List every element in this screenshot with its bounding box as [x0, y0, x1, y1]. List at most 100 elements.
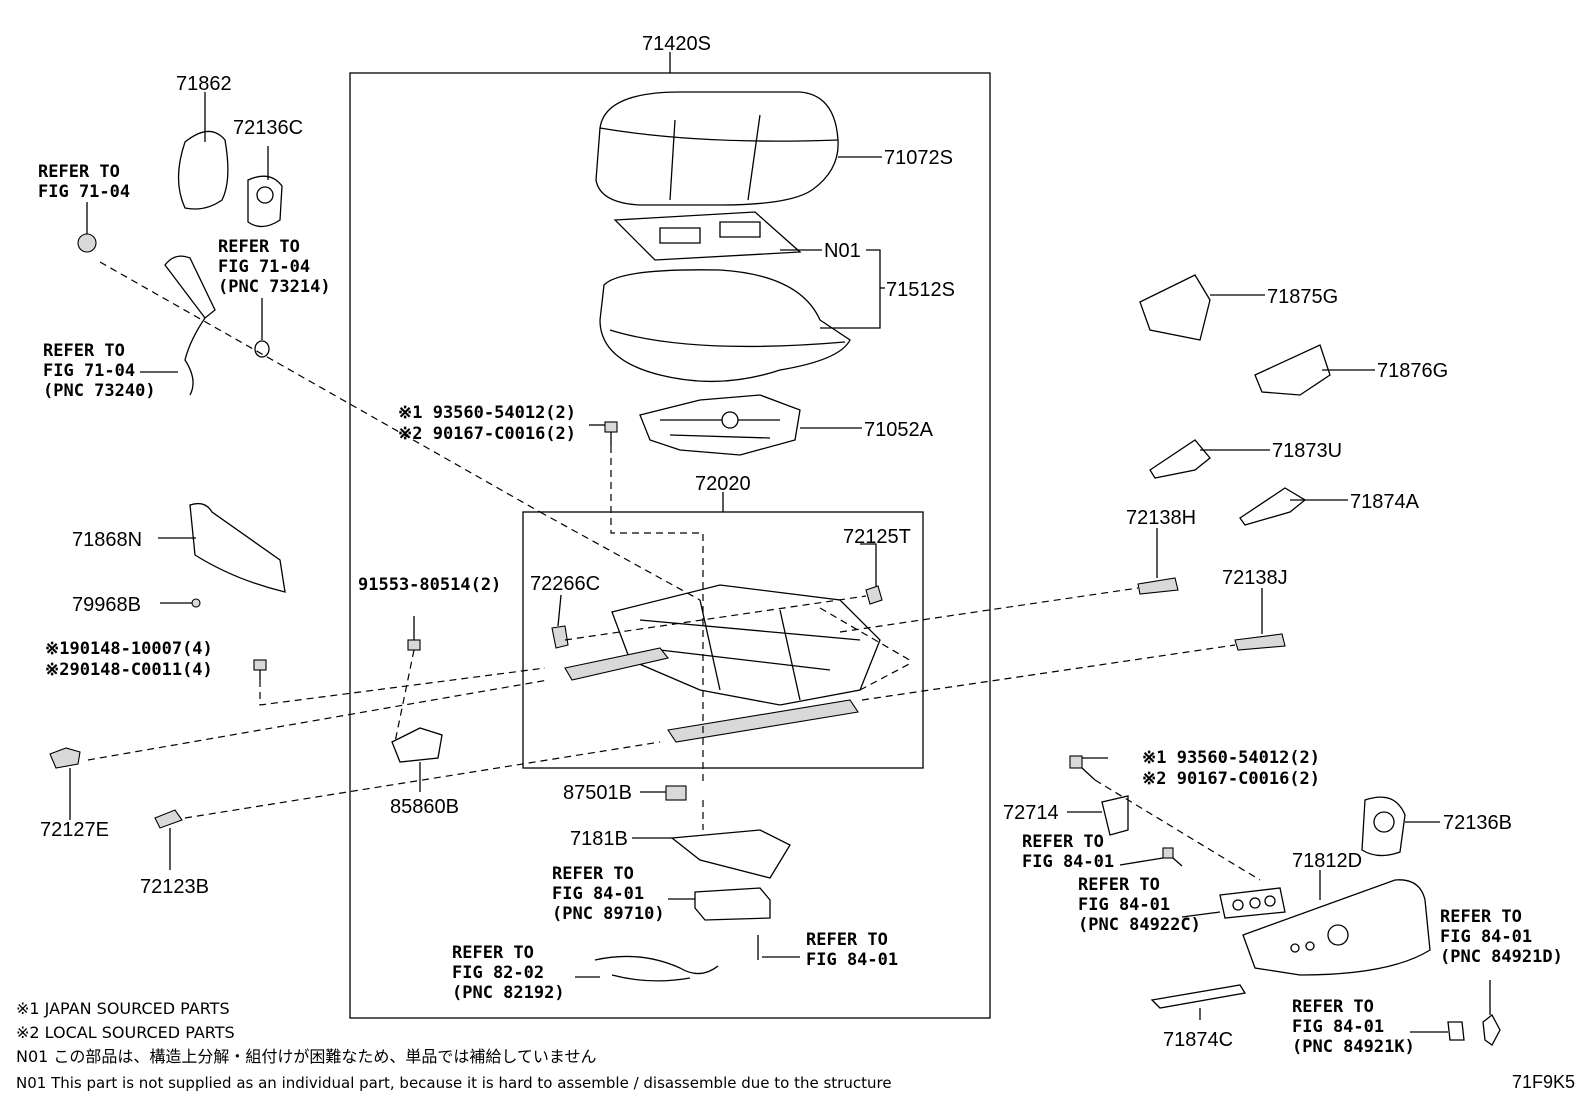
refer-label: REFER TO [552, 864, 634, 884]
part-label-79968B: 79968B [72, 594, 141, 616]
part-label-71874C: 71874C [1163, 1029, 1233, 1051]
knob-72136C [247, 175, 283, 228]
part-label-N01: N01 [824, 240, 861, 262]
part-label-71874A: 71874A [1350, 491, 1420, 513]
refer-label: FIG 84-01 [1078, 895, 1170, 915]
part-85860B [391, 727, 443, 763]
clip-72138J [1234, 633, 1286, 651]
trim-71874A [1239, 487, 1307, 526]
cap-71-04 [77, 233, 97, 253]
part-label-71875G: 71875G [1267, 286, 1338, 308]
seat-heater-N01 [613, 211, 802, 261]
part-label-85860B: 85860B [390, 796, 459, 818]
part-label-72266C: 72266C [530, 573, 600, 595]
refer-label: REFER TO [38, 162, 120, 182]
refer-label: REFER TO [806, 930, 888, 950]
refer-label: (PNC 89710) [552, 904, 665, 924]
refer-label: REFER TO [1292, 997, 1374, 1017]
seat-rail-left [564, 647, 669, 681]
note-japan-sourced: ※1 JAPAN SOURCED PARTS [16, 999, 230, 1018]
refer-label: REFER TO [1440, 907, 1522, 927]
bolt-spec-label: ※2 90167-C0016(2) [398, 424, 576, 444]
bolt-spec-label: ※1 93560-54012(2) [1142, 748, 1320, 768]
refer-label: REFER TO [452, 943, 534, 963]
clip-72138H [1137, 577, 1179, 595]
seat-rail-right [667, 699, 859, 743]
part-label-72138J: 72138J [1222, 567, 1288, 589]
part-label-72138H: 72138H [1126, 507, 1196, 529]
refer-label: REFER TO [1022, 832, 1104, 852]
trim-71875G [1139, 274, 1211, 341]
seat-cover-71072S [595, 91, 839, 206]
part-label-71420S: 71420S [642, 33, 711, 55]
bracket-72714 [1101, 795, 1129, 836]
refer-label: (PNC 82192) [452, 983, 565, 1003]
part-label-72123B: 72123B [140, 876, 209, 898]
trim-71876G [1254, 344, 1331, 396]
bolt-icon [1162, 847, 1183, 867]
refer-label: (PNC 84921D) [1440, 947, 1563, 967]
part-label-71512S: 71512S [886, 279, 955, 301]
trim-71874C [1150, 984, 1247, 1009]
side-cover-71812D [1242, 879, 1431, 976]
clip-72266C [551, 625, 569, 649]
bolt-spec-label: ※2 90167-C0016(2) [1142, 769, 1320, 789]
part-label-72125T: 72125T [843, 526, 911, 548]
part-label-71868N: 71868N [72, 529, 142, 551]
part-label-72127E: 72127E [40, 819, 109, 841]
knob-84921K [1447, 1021, 1465, 1041]
refer-label: REFER TO [43, 341, 125, 361]
bolt-icon [1069, 755, 1096, 781]
clip-72127E [49, 747, 81, 769]
part-label-87501B: 87501B [563, 782, 632, 804]
bolt-icon [253, 659, 267, 680]
note-n01-japanese: N01 この部品は、構造上分解・組付けが困難なため、単品では補給していません [16, 1047, 596, 1066]
bolt-spec-label: ※1 93560-54012(2) [398, 403, 576, 423]
part-label-71052A: 71052A [864, 419, 934, 441]
refer-label: FIG 84-01 [1022, 852, 1114, 872]
refer-label: FIG 84-01 [1440, 927, 1532, 947]
ecu-89710 [694, 887, 771, 921]
seat-frame-72020 [611, 584, 881, 706]
refer-label: REFER TO [218, 237, 300, 257]
bolt-spec-label: ※190148-10007(4) [45, 639, 213, 659]
refer-label: FIG 82-02 [452, 963, 544, 983]
part-label-71862: 71862 [176, 73, 232, 95]
trim-71868N [189, 502, 286, 593]
refer-label: FIG 71-04 [43, 361, 135, 381]
bolt-icon [407, 616, 421, 651]
part-label-7181B: 7181B [570, 828, 628, 850]
trim-71873U [1149, 439, 1211, 479]
part-label-72714: 72714 [1003, 802, 1059, 824]
knob-72136B [1361, 796, 1406, 857]
refer-label: FIG 84-01 [1292, 1017, 1384, 1037]
refer-label: FIG 71-04 [218, 257, 310, 277]
bracket-7181B [670, 829, 791, 879]
refer-label: (PNC 73240) [43, 381, 156, 401]
seat-spring-71052A [639, 394, 801, 456]
refer-label: FIG 84-01 [806, 950, 898, 970]
seat-pad-71512S [599, 269, 851, 383]
ring-73214 [254, 340, 270, 358]
part-label-71812D: 71812D [1292, 850, 1362, 872]
figure-id: 71F9K5 [1512, 1072, 1575, 1092]
refer-label: REFER TO [1078, 875, 1160, 895]
refer-label: (PNC 84922C) [1078, 915, 1201, 935]
refer-label: FIG 84-01 [552, 884, 644, 904]
part-label-72020: 72020 [695, 473, 751, 495]
block-87501B [665, 785, 687, 801]
note-n01-english: N01 This part is not supplied as an indi… [16, 1074, 892, 1092]
clip-79968B [191, 598, 201, 608]
part-label-71072S: 71072S [884, 147, 953, 169]
part-label-72136B: 72136B [1443, 812, 1512, 834]
refer-label: (PNC 73214) [218, 277, 331, 297]
cover-71862 [177, 130, 229, 210]
harness-82192 [594, 955, 719, 982]
clip-72125T [865, 585, 883, 605]
part-label-71873U: 71873U [1272, 440, 1342, 462]
seatbelt-buckle [164, 255, 216, 319]
bolt-spec-label: ※290148-C0011(4) [45, 660, 213, 680]
clip-72123B [154, 809, 183, 829]
refer-label: FIG 71-04 [38, 182, 130, 202]
bolt-spec-label: 91553-80514(2) [358, 575, 501, 595]
